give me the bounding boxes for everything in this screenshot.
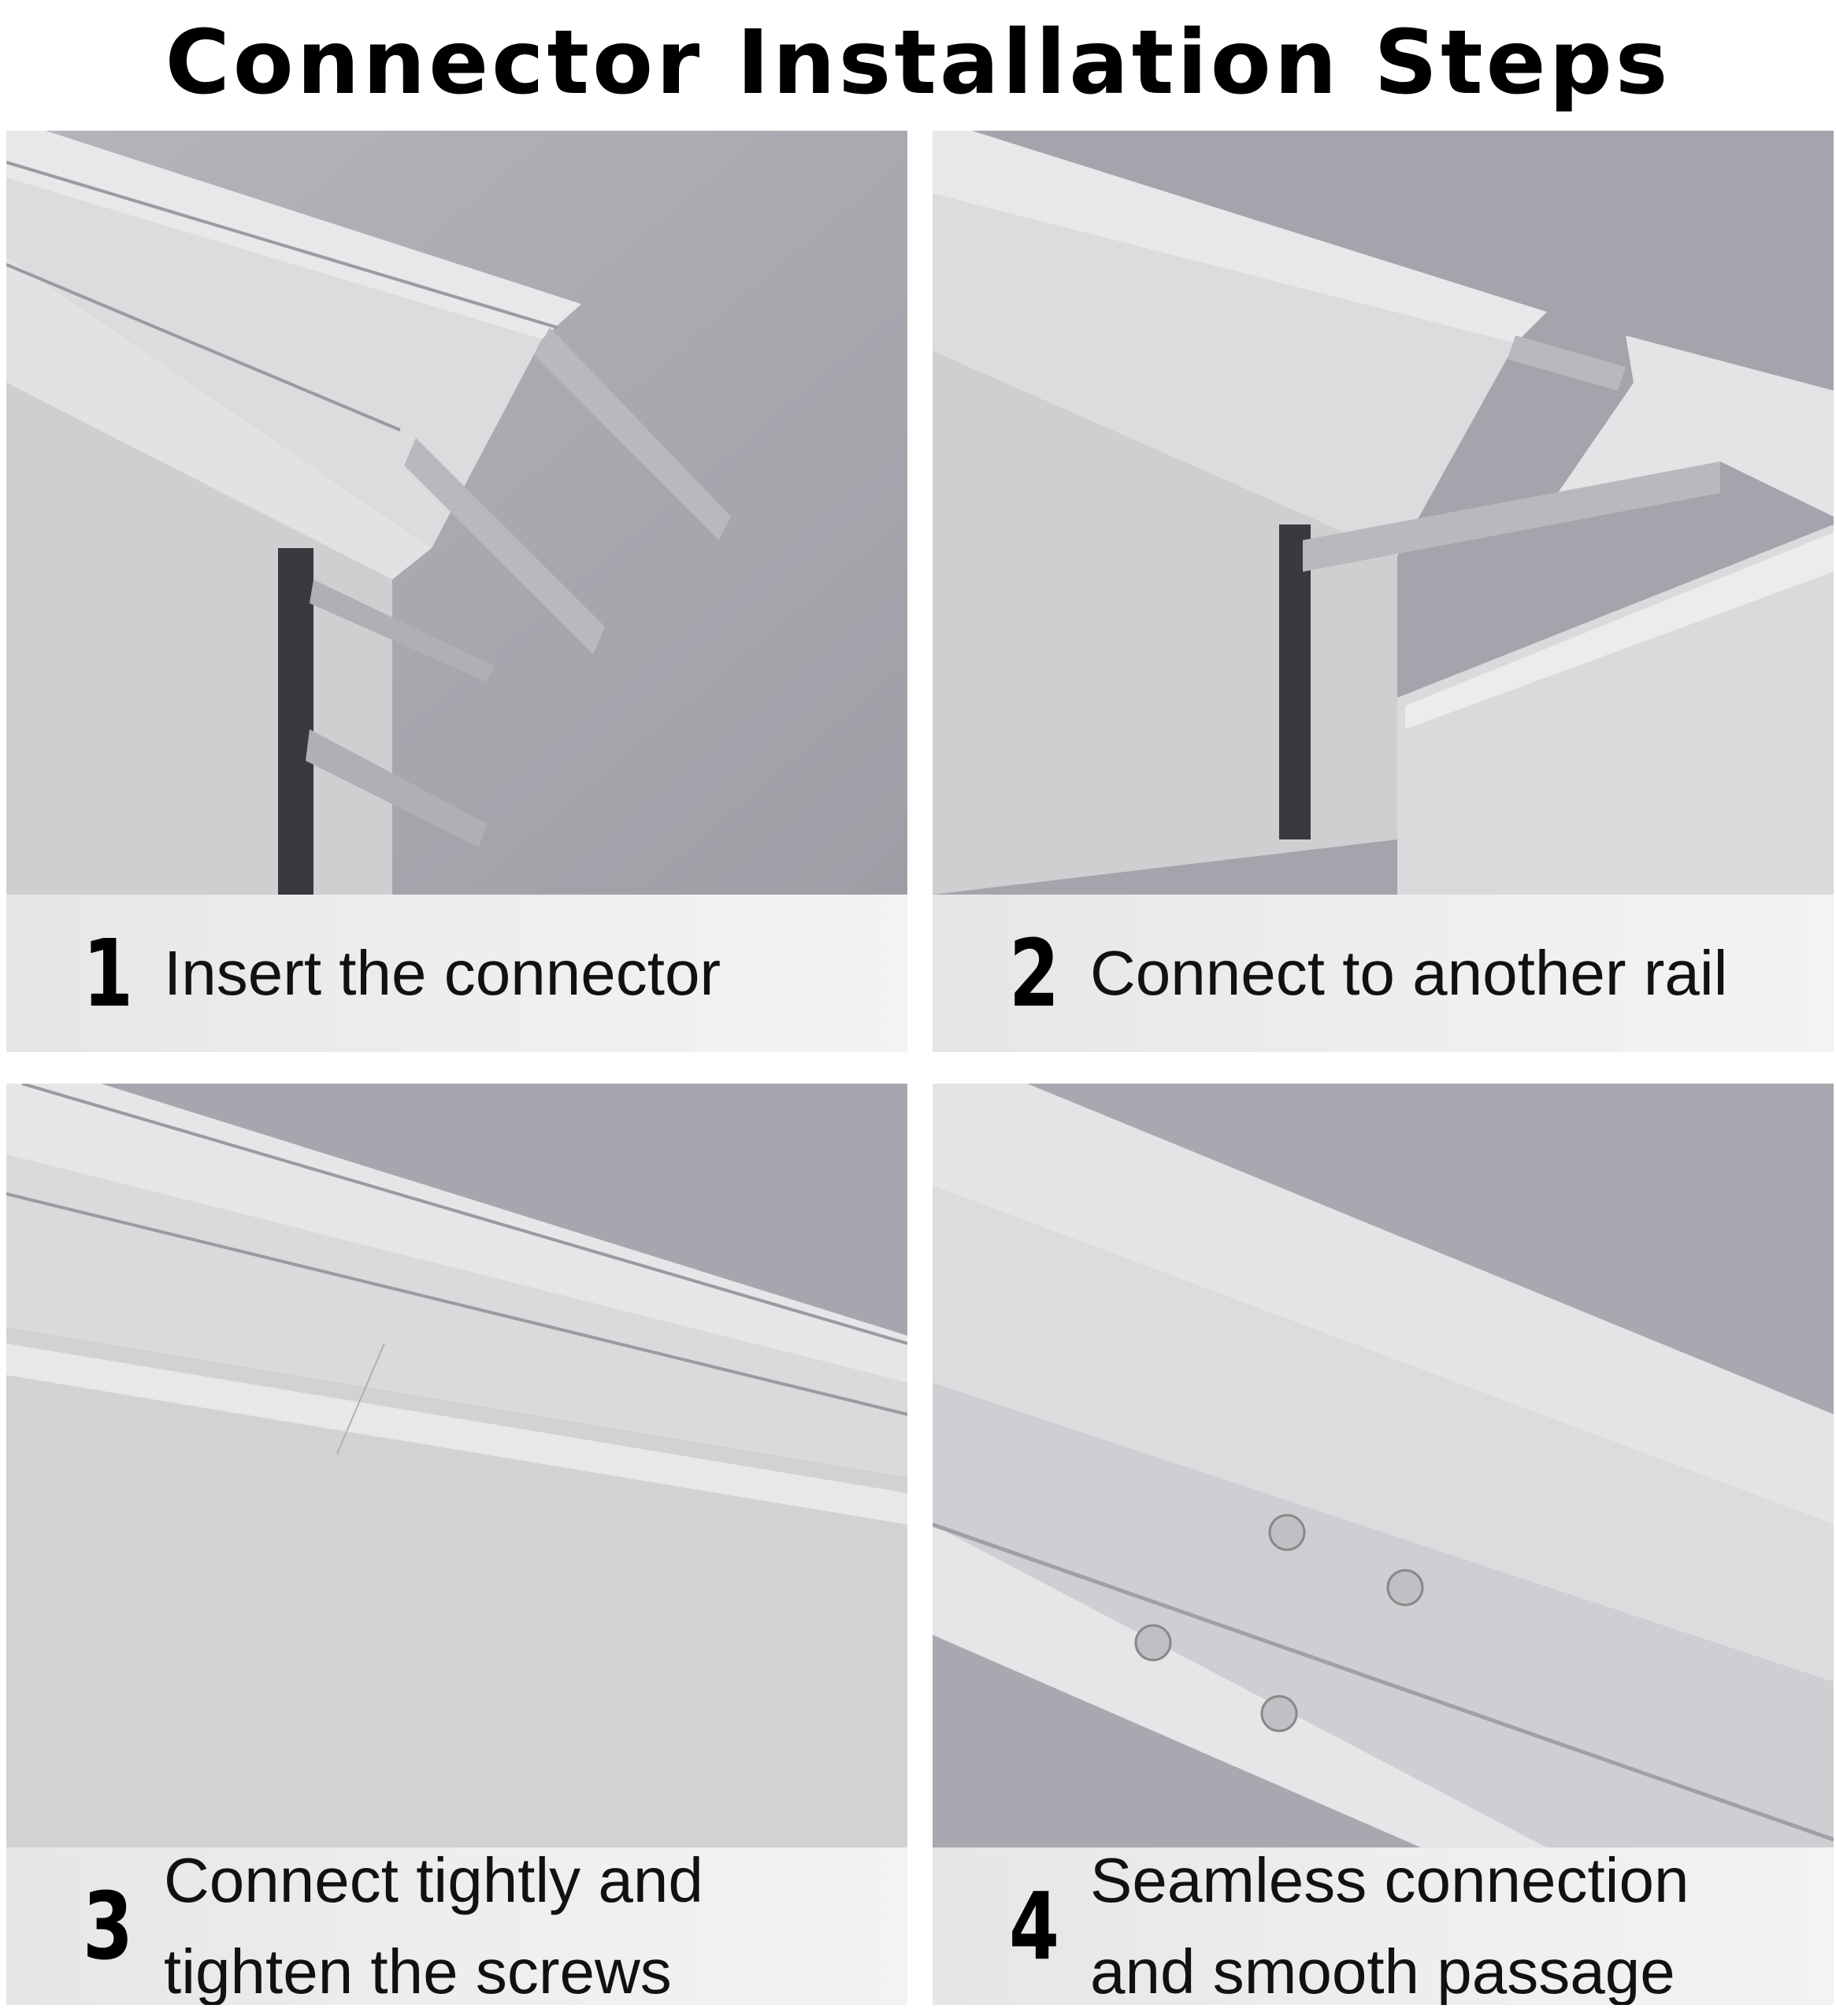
step-1-photo [6,131,907,895]
step-2-photo [933,131,1834,895]
step-1-caption: 1 Insert the connector [6,895,907,1052]
page-title: Connector Installation Steps [165,12,1671,114]
step-3-number: 3 [82,1872,133,1981]
step-4-panel: 4 Seamless connection and smooth passage [933,1084,1834,2005]
step-1-number: 1 [82,919,133,1028]
step-4-number: 4 [1008,1872,1059,1981]
step-1-text: Insert the connector [164,938,721,1008]
step-3-caption: 3 Connect tightly and tighten the screws [6,1845,907,2005]
step-4-photo [933,1084,1834,1847]
step-3-text: Connect tightly and tighten the screws [164,1845,703,2005]
step-2-caption: 2 Connect to another rail [933,895,1834,1052]
step-2-number: 2 [1008,919,1059,1028]
step-4-caption: 4 Seamless connection and smooth passage [933,1845,1834,2005]
step-2-text: Connect to another rail [1090,938,1728,1008]
step-2-panel: 2 Connect to another rail [933,131,1834,1052]
step-1-panel: 1 Insert the connector [6,131,907,1052]
step-4-text: Seamless connection and smooth passage [1090,1845,1689,2005]
step-3-panel: 3 Connect tightly and tighten the screws [6,1084,907,2005]
step-3-photo [6,1084,907,1847]
